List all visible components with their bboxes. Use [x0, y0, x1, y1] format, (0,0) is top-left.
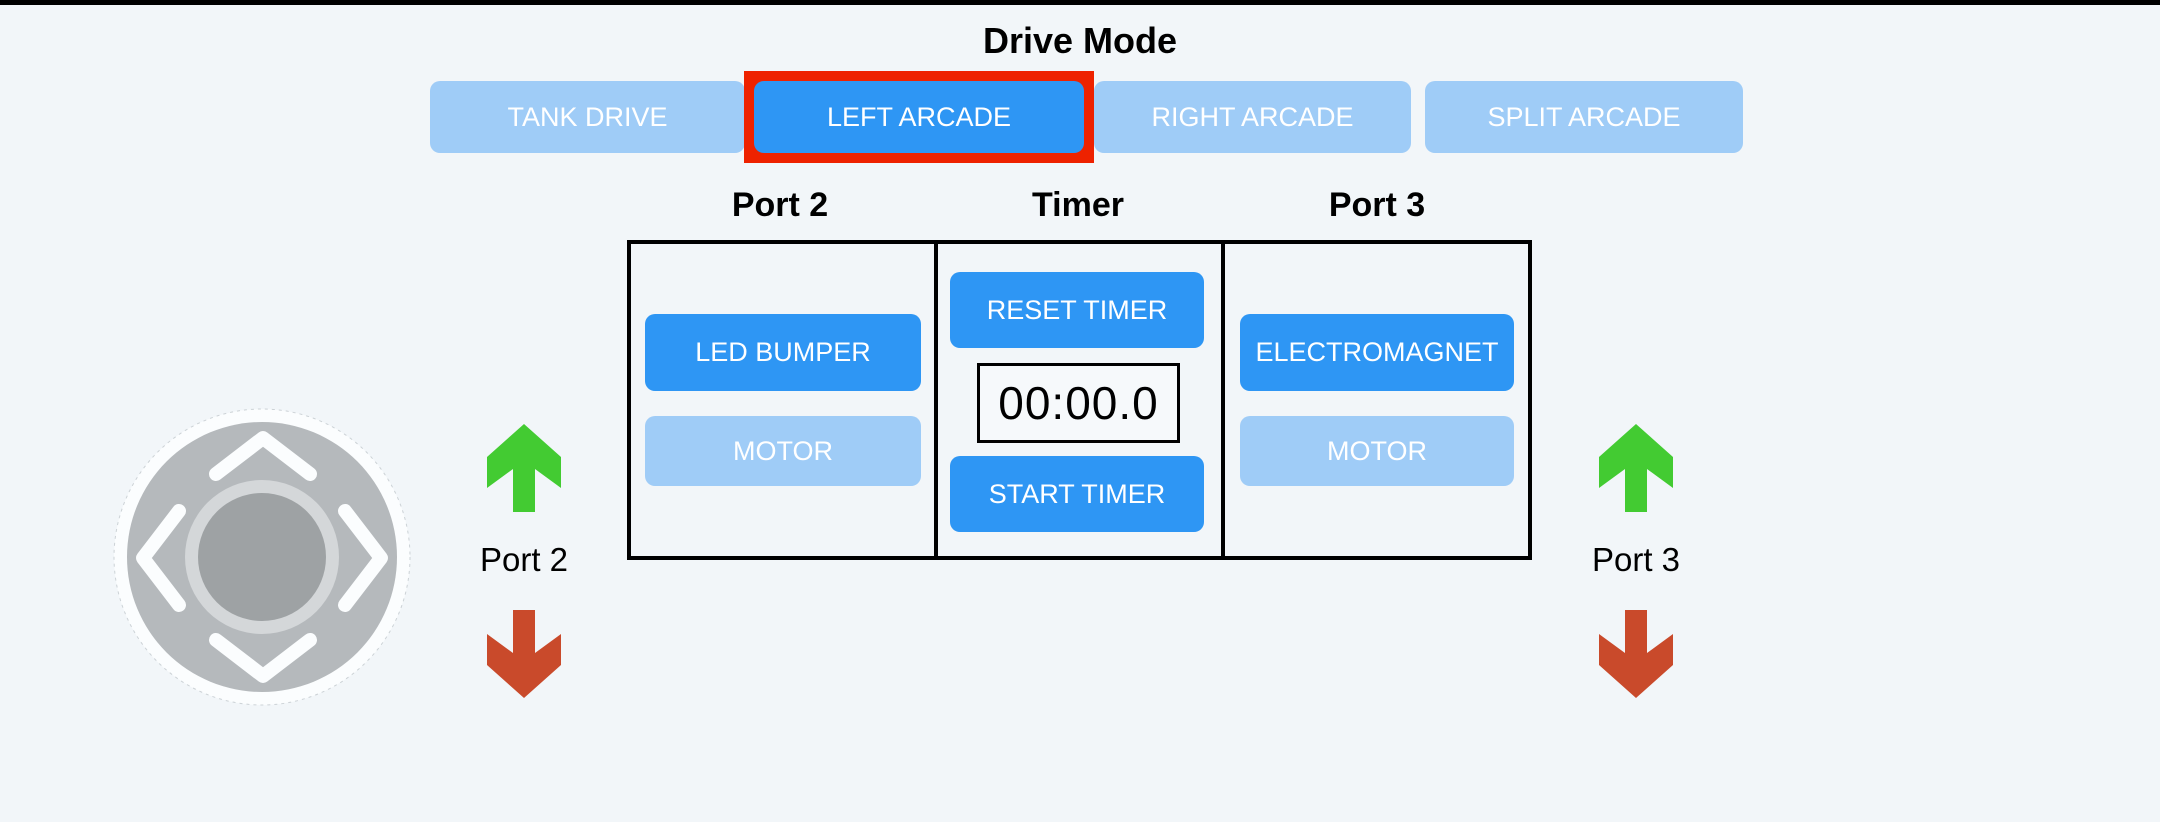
device-panel: LED BUMPER MOTOR RESET TIMER 00:00.0 STA… [627, 240, 1532, 560]
joystick-left-chevron-icon [136, 504, 186, 612]
port2-motor-button[interactable]: MOTOR [645, 416, 921, 486]
port3-down-arrow-icon[interactable] [1597, 610, 1675, 698]
page-title: Drive Mode [982, 20, 1178, 61]
joystick-down-chevron-icon [209, 633, 317, 683]
selected-mode-outline: LEFT ARCADE [744, 71, 1094, 163]
start-timer-button[interactable]: START TIMER [950, 456, 1204, 532]
timer-display: 00:00.0 [977, 363, 1180, 443]
joystick-right-chevron-icon [338, 504, 388, 612]
left-arcade-button[interactable]: LEFT ARCADE [754, 81, 1084, 153]
reset-timer-button[interactable]: RESET TIMER [950, 272, 1204, 348]
port3-motor-button[interactable]: MOTOR [1240, 416, 1514, 486]
joystick-up-chevron-icon [209, 431, 317, 481]
joystick-knob[interactable] [198, 493, 326, 621]
timer-header: Timer [1032, 186, 1124, 224]
port2-header: Port 2 [731, 186, 829, 224]
panel-divider-right [1221, 244, 1225, 556]
port2-up-arrow-icon[interactable] [485, 424, 563, 512]
led-bumper-button[interactable]: LED BUMPER [645, 314, 921, 391]
port2-indicator-label: Port 2 [479, 541, 569, 578]
port3-indicator-label: Port 3 [1591, 541, 1681, 578]
tank-drive-button[interactable]: TANK DRIVE [430, 81, 745, 153]
port2-down-arrow-icon[interactable] [485, 610, 563, 698]
electromagnet-button[interactable]: ELECTROMAGNET [1240, 314, 1514, 391]
joystick[interactable] [112, 407, 412, 707]
split-arcade-button[interactable]: SPLIT ARCADE [1425, 81, 1743, 153]
port3-header: Port 3 [1328, 186, 1426, 224]
top-divider-bar [0, 0, 2160, 5]
right-arcade-button[interactable]: RIGHT ARCADE [1094, 81, 1411, 153]
panel-divider-left [934, 244, 938, 556]
port3-up-arrow-icon[interactable] [1597, 424, 1675, 512]
